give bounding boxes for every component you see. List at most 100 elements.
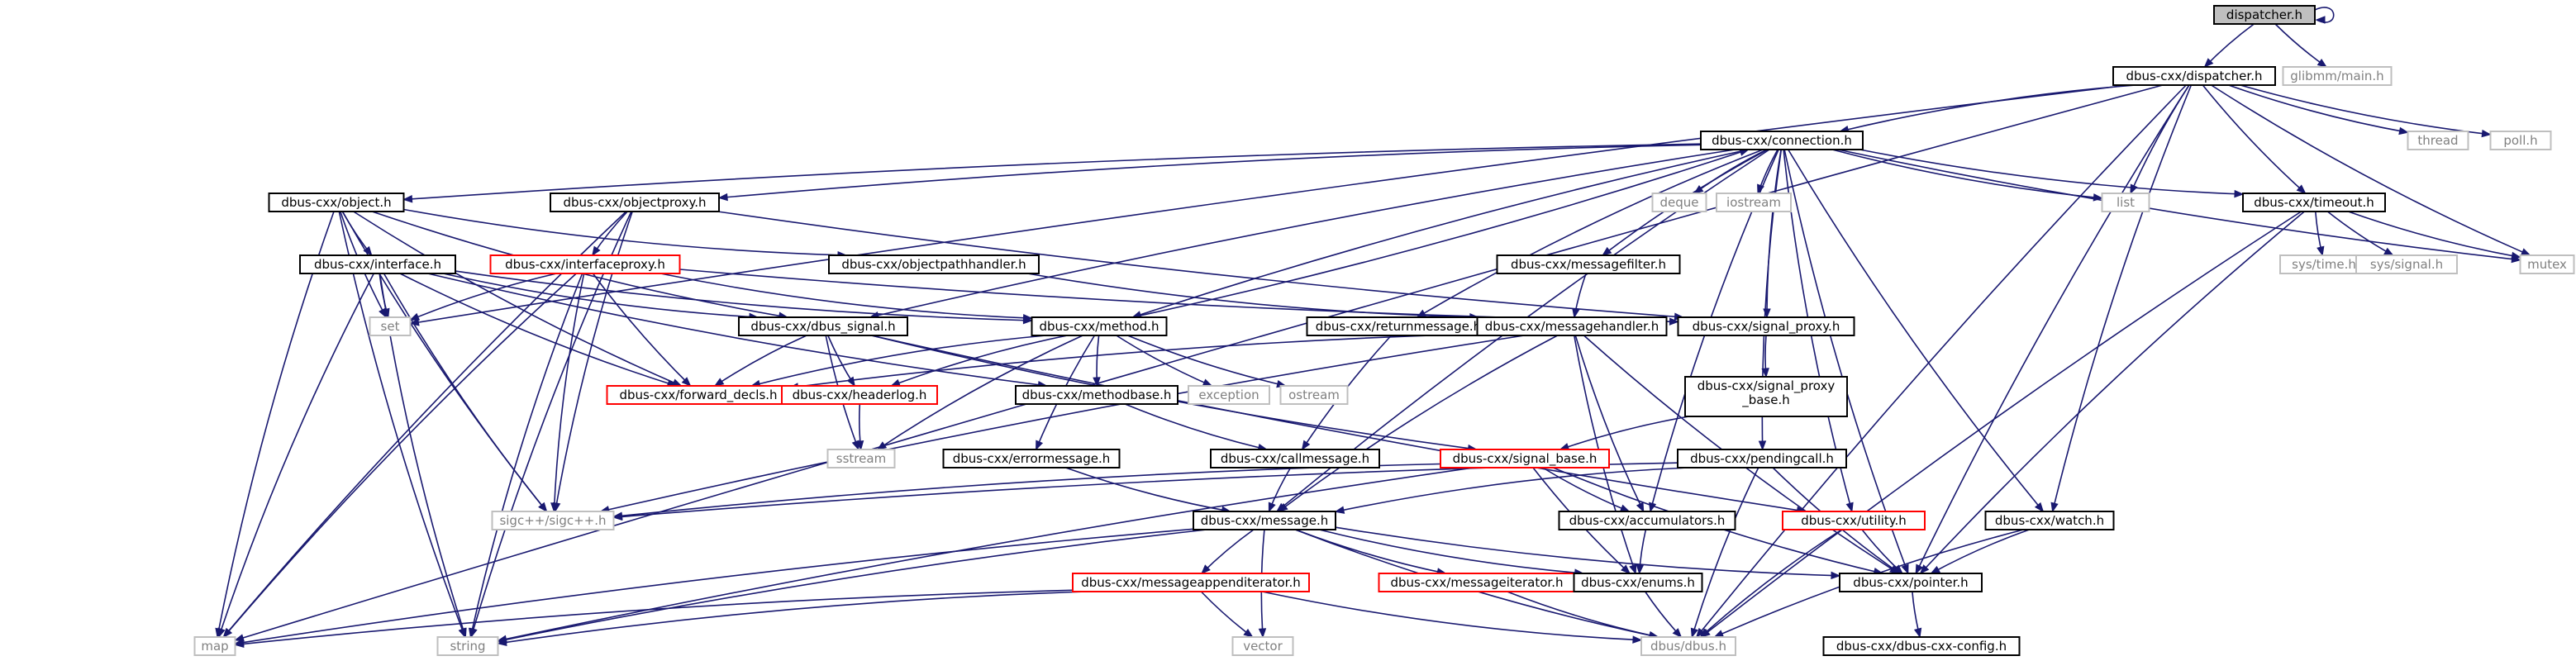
arrowhead-icon [1202,378,1213,387]
node-box [1822,636,2021,656]
node-dbus-dbus-h: dbus/dbus.h [1640,636,1736,656]
node-dbus-cxx-connection-h[interactable]: dbus-cxx/connection.h [1700,131,1864,150]
edge-dispatcher-to-thread [2228,84,2409,136]
edge-dispatcher-to-connection [1839,84,2136,134]
node-dbus-cxx-errormessage-h[interactable]: dbus-cxx/errormessage.h [942,449,1121,468]
node-dbus-cxx-object-h[interactable]: dbus-cxx/object.h [268,193,405,212]
node-label: dbus-cxx/interface.h [314,257,441,272]
node-dbus-cxx-returnmessage-h[interactable]: dbus-cxx/returnmessage.h [1306,316,1491,336]
edge-connection-to-returnmessage [1416,149,1764,318]
arrowhead-icon [2511,251,2521,260]
node-dbus-cxx-accumulators-h[interactable]: dbus-cxx/accumulators.h [1558,511,1736,530]
node-box [193,636,236,656]
node-dbus-cxx-pendingcall-h[interactable]: dbus-cxx/pendingcall.h [1677,449,1847,468]
node-dispatcher-h[interactable]: dispatcher.h [2213,5,2316,25]
node-label: dbus-cxx/dbus_signal.h [750,319,895,335]
node-dbus-cxx-methodbase-h[interactable]: dbus-cxx/methodbase.h [1015,385,1178,405]
arrowhead-icon [1572,307,1580,319]
node-label: dbus-cxx/returnmessage.h [1316,319,1481,334]
node-dbus-cxx-messageiterator-h[interactable]: dbus-cxx/messageiterator.h [1378,573,1576,592]
node-box [2355,254,2458,274]
node-dbus-cxx-utility-h[interactable]: dbus-cxx/utility.h [1782,511,1926,530]
node-dbus-cxx-enums-h[interactable]: dbus-cxx/enums.h [1573,573,1703,592]
arrowhead-icon [1416,309,1427,318]
edge-interfaceproxy-to-string [468,273,583,639]
node-box [1031,316,1168,336]
node-label: dbus-cxx/messagehandler.h [1485,319,1659,334]
arrowhead-icon [497,638,507,646]
node-box [2407,131,2469,150]
edge-line [403,143,1702,201]
edge-object-to-forward_decls [353,211,683,387]
node-label: dbus-cxx/message.h [1201,513,1329,528]
node-dbus-cxx-message-h[interactable]: dbus-cxx/message.h [1193,511,1336,530]
node-dbus-cxx-watch-h[interactable]: dbus-cxx/watch.h [1984,511,2115,530]
node-dbus-cxx-signal-proxy-base-h[interactable]: dbus-cxx/signal_proxy_base.h [1684,376,1848,417]
edge-line [1278,335,1558,512]
node-label: dbus-cxx/objectpathhandler.h [841,257,1026,272]
edge-line [1766,149,1782,318]
edge-line [2274,23,2327,68]
node-sys-signal-h: sys/signal.h [2355,254,2458,274]
edge-dispatcher-to-pointer [1915,84,2190,575]
edge-timeout-to-mutex [2348,211,2521,260]
edge-line [1574,335,1645,512]
node-dbus-cxx-forward-decls-h[interactable]: dbus-cxx/forward_decls.h [606,385,791,405]
edge-line [877,335,1083,450]
edge-line [222,211,627,638]
edge-signal_base-to-string [497,467,1474,644]
edge-line [1507,591,1659,638]
node-box [2282,66,2393,86]
arrowhead-icon [1930,565,1941,574]
node-box [1677,449,1847,468]
edge-line [469,273,583,638]
node-label: dbus-cxx/signal_base.h [1453,451,1598,467]
arrowhead-icon [1669,317,1679,326]
edge-dbus_signal-to-headerlog [827,335,855,388]
node-dbus-cxx-signal-proxy-h[interactable]: dbus-cxx/signal_proxy.h [1677,316,1855,336]
node-dbus-cxx-messagehandler-h[interactable]: dbus-cxx/messagehandler.h [1476,316,1668,336]
node-box [369,316,412,336]
node-box [1716,193,1792,212]
node-dbus-cxx-messageappenditerator-h[interactable]: dbus-cxx/messageappenditerator.h [1072,573,1310,592]
node-dbus-cxx-headerlog-h[interactable]: dbus-cxx/headerlog.h [781,385,938,405]
node-label: dbus-cxx/pendingcall.h [1690,451,1834,466]
node-dbus-cxx-timeout-h[interactable]: dbus-cxx/timeout.h [2242,193,2386,212]
arrowhead-icon [2316,58,2327,68]
node-dbus-cxx-dispatcher-h[interactable]: dbus-cxx/dispatcher.h [2112,66,2276,86]
node-label: dbus-cxx/pointer.h [1853,575,1968,590]
edge-line [1417,149,1764,318]
node-label: vector [1243,639,1283,654]
node-dbus-cxx-objectproxy-h[interactable]: dbus-cxx/objectproxy.h [550,193,720,212]
node-dbus-cxx-interfaceproxy-h[interactable]: dbus-cxx/interfaceproxy.h [489,254,681,274]
edge-line [235,84,2164,641]
arrowhead-icon [2383,247,2394,256]
node-dbus-cxx-method-h[interactable]: dbus-cxx/method.h [1031,316,1168,336]
node-box [1188,385,1270,405]
node-dbus-cxx-signal-base-h[interactable]: dbus-cxx/signal_base.h [1440,449,1610,468]
node-dbus-cxx-messagefilter-h[interactable]: dbus-cxx/messagefilter.h [1496,254,1681,274]
edge-interfaceproxy-to-forward_decls [592,273,692,387]
arrowhead-icon [1334,506,1345,514]
node-dbus-cxx-dbus-cxx-config-h[interactable]: dbus-cxx/dbus-cxx-config.h [1822,636,2021,656]
node-dbus-cxx-objectpathhandler-h[interactable]: dbus-cxx/objectpathhandler.h [828,254,1040,274]
node-sys-time-h: sys/time.h [2279,254,2369,274]
edge-line [1132,149,1749,318]
arrowhead-icon [2520,248,2531,256]
node-label: sigc++/sigc++.h [499,513,606,528]
node-box [1677,316,1855,336]
edge-connection-to-objectproxy [717,144,1702,202]
edge-dispatcher-to-dbus_dbus [1695,84,2187,639]
edge-line [1027,273,1478,318]
node-dbus-cxx-callmessage-h[interactable]: dbus-cxx/callmessage.h [1210,449,1380,468]
edge-pendingcall-to-sigc [612,462,1678,521]
edge-line [1201,529,1255,574]
edge-line [217,211,335,638]
edge-line [1859,149,2244,195]
node-box [1496,254,1681,274]
node-dbus-cxx-dbus-signal-h[interactable]: dbus-cxx/dbus_signal.h [738,316,908,336]
node-dbus-cxx-interface-h[interactable]: dbus-cxx/interface.h [299,254,456,274]
node-dbus-cxx-pointer-h[interactable]: dbus-cxx/pointer.h [1839,573,1983,592]
node-label: dbus-cxx/messagefilter.h [1511,257,1666,272]
